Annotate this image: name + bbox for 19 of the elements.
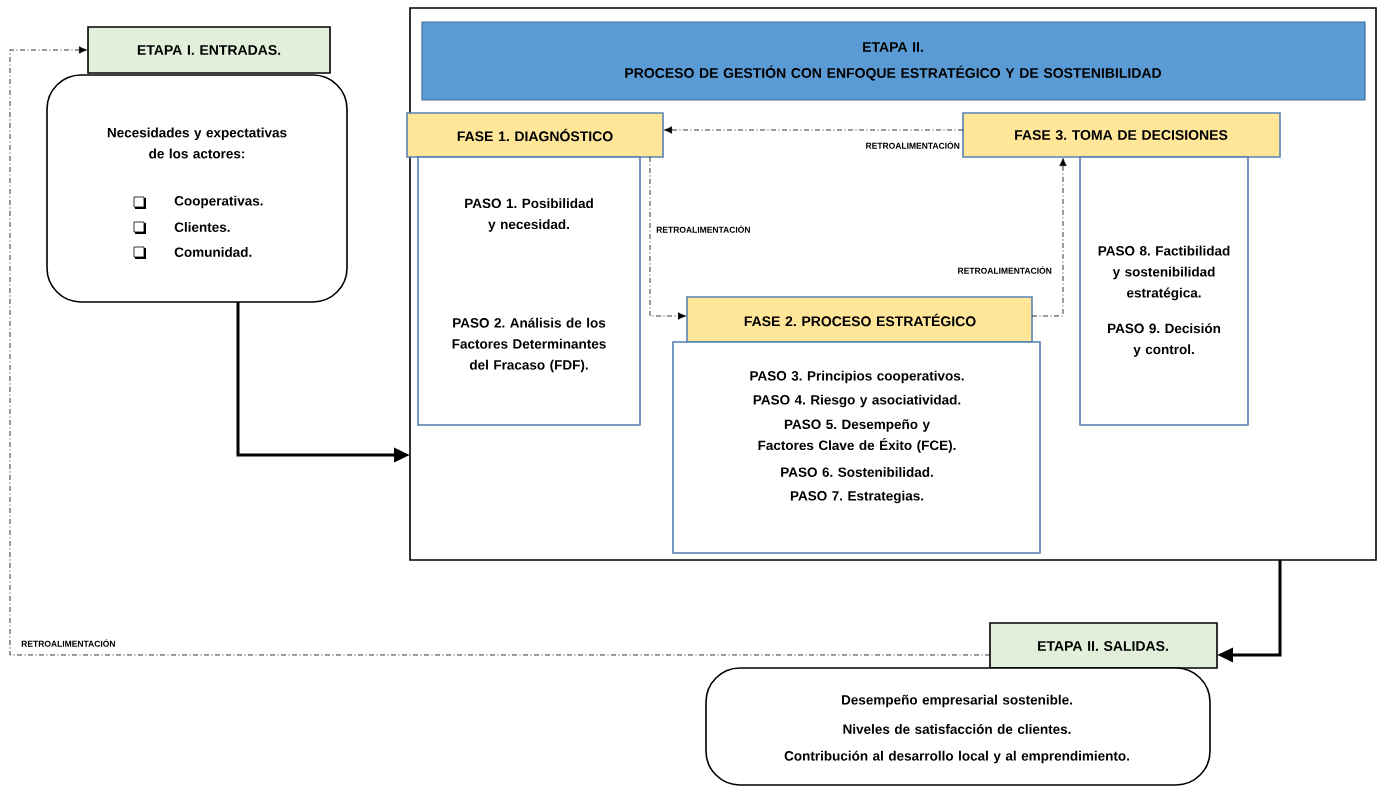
step-box: PASO 3. Principios cooperativos. PASO 4. Riesgo y asociatividad. PASO 5. Desempeño y Factores Clave de Éxito (FCE). PASO 6. Sostenibilidad. PASO 7. Estrategias. [672,341,1041,554]
edge-label: RETROALIMENTACIÓN [956,265,1053,275]
edge-label: RETROALIMENTACIÓN [655,224,752,234]
stage-header: ETAPA II. SALIDAS. [989,622,1218,669]
phase-header: FASE 2. PROCESO ESTRATÉGICO [686,296,1033,343]
edge-label: RETROALIMENTACIÓN [864,140,961,150]
arrow [664,126,964,134]
stage-header: ETAPA I. ENTRADAS. [87,26,331,74]
phase-header: FASE 1. DIAGNÓSTICO [406,112,664,158]
rounded-box: Necesidades y expectativas de los actores: Cooperativas. Clientes. Comunidad. [46,74,348,303]
rounded-box: Desempeño empresarial sostenible. Niveles de satisfacción de clientes. Contribución al desarrollo local y al emprendimiento. [705,667,1211,786]
arrow [649,156,686,320]
title-band: ETAPA II. PROCESO DE GESTIÓN CON ENFOQUE ESTRATÉGICO Y DE SOSTENIBILIDAD [421,21,1366,101]
arrow [1031,158,1067,317]
step-box: PASO 1. Posibilidad y necesidad. PASO 2. Análisis de los Factores Determinantes del Fracaso (FDF). [417,156,641,426]
edge-label: RETROALIMENTACIÓN [20,638,117,648]
phase-header: FASE 3. TOMA DE DECISIONES [962,112,1281,158]
arrow [9,46,991,656]
step-box: PASO 8. Factibilidad y sostenibilidad estratégica. PASO 9. Decisión y control. [1079,156,1249,426]
